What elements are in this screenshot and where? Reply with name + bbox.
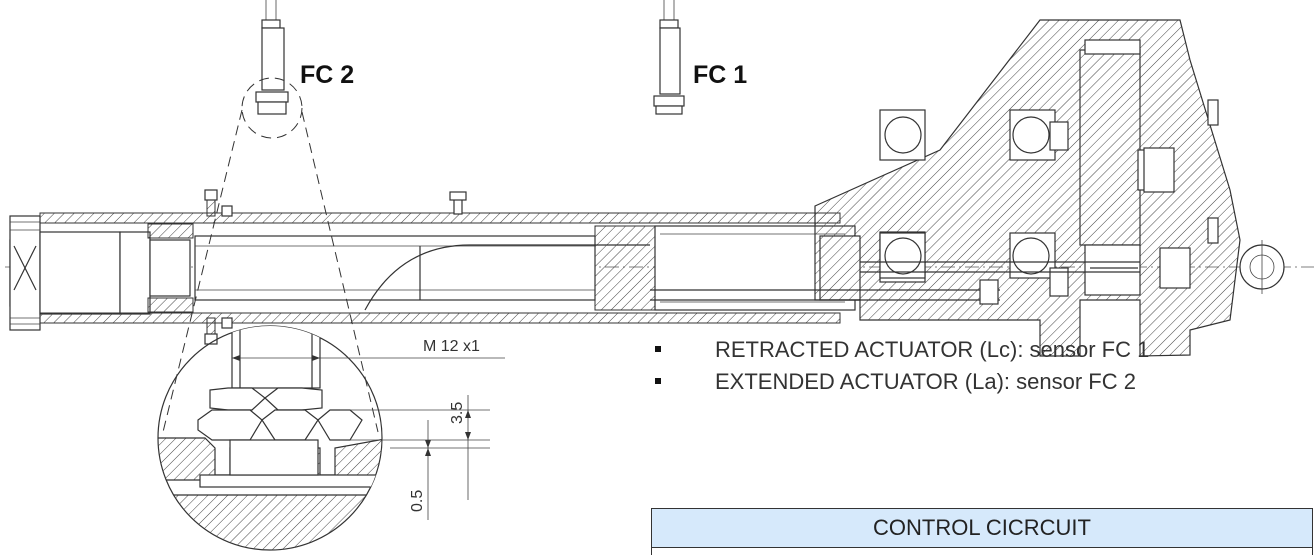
gearbox-housing [364,19,1241,357]
dimension-thread: M 12 x1 [232,338,505,361]
control-circuit-table: CONTROL CICRCUIT [651,508,1313,555]
dimension-heights: 3.5 0.5 [340,395,490,520]
label-fc2: FC 2 [300,61,354,89]
dim-height-b: 0.5 [409,490,426,512]
pivot-eye [1239,240,1285,294]
rod-end-fork [9,215,151,331]
sensor-fc1 [653,0,685,115]
bullet-square-icon [655,346,661,352]
detail-view [157,325,383,551]
dim-thread-label: M 12 x1 [423,338,480,355]
sensor-notes-list: RETRACTED ACTUATOR (Lc): sensor FC 1 EXT… [655,334,1149,398]
label-fc1: FC 1 [693,61,747,89]
note-retracted-text: RETRACTED ACTUATOR (Lc): sensor FC 1 [715,337,1150,362]
dim-height-a: 3.5 [449,402,466,424]
note-extended-text: EXTENDED ACTUATOR (La): sensor FC 2 [715,369,1136,394]
bullet-square-icon [655,378,661,384]
callout-line-left [162,109,243,433]
sensor-fc2 [241,0,303,139]
outer-tube [39,189,861,345]
control-circuit-header: CONTROL CICRCUIT [652,509,1312,548]
note-extended: EXTENDED ACTUATOR (La): sensor FC 2 [655,366,1149,398]
note-retracted: RETRACTED ACTUATOR (Lc): sensor FC 1 [655,334,1149,366]
